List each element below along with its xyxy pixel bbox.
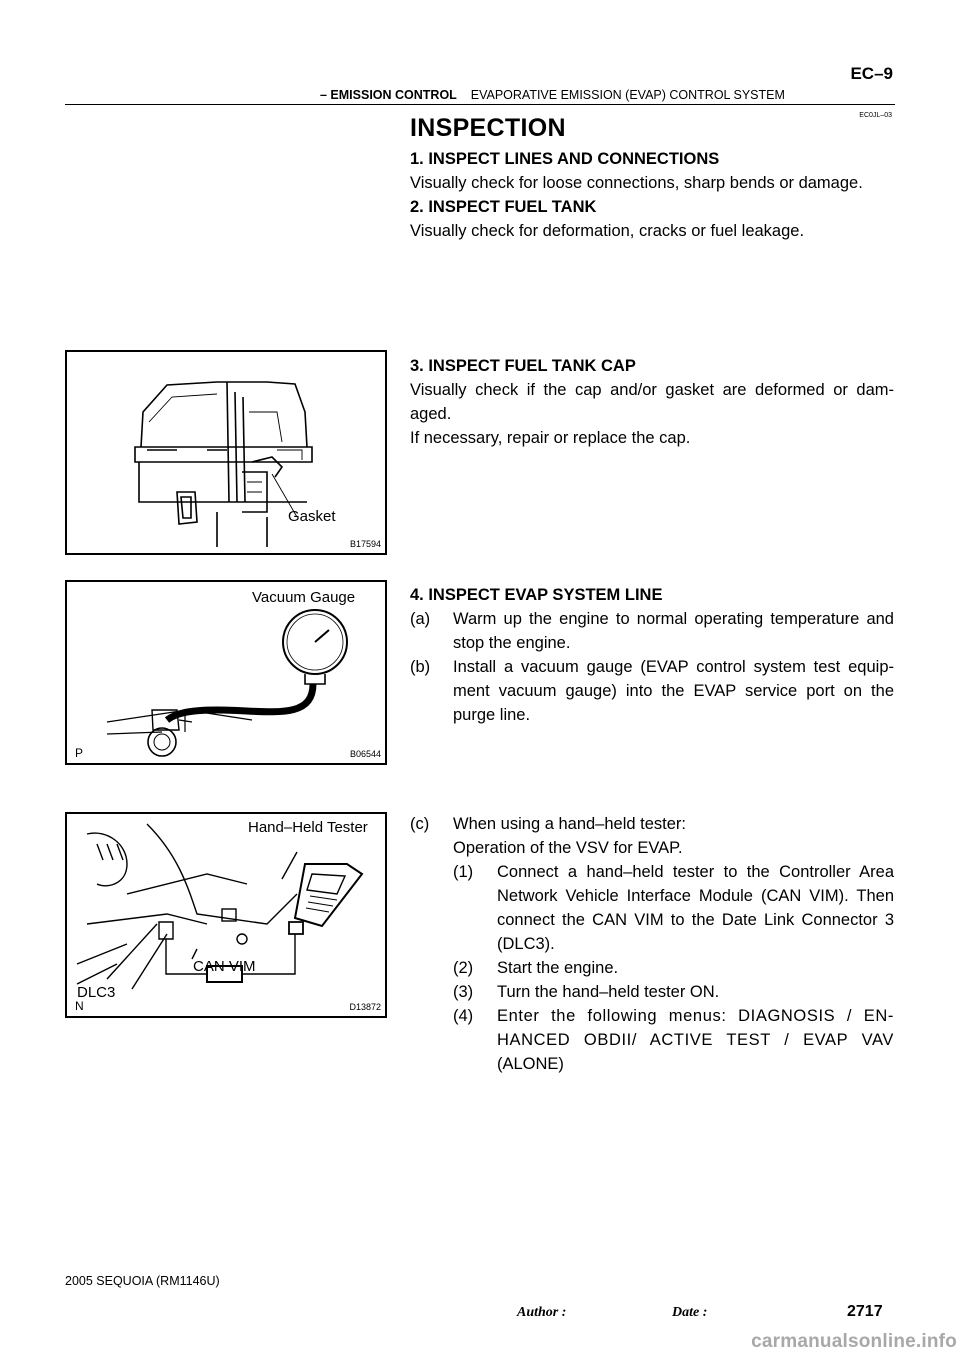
hand-held-tester-label: Hand–Held Tester — [248, 819, 368, 836]
figure-1-code: B17594 — [349, 539, 381, 549]
step-4c2-marker: (2) — [453, 959, 474, 977]
step-4c-text-line1: When using a hand–held tester: — [453, 815, 686, 833]
step-4-title: 4. INSPECT EVAP SYSTEM LINE — [410, 586, 663, 604]
footer-author-label: Author : — [517, 1305, 567, 1320]
figure-vacuum-gauge: Vacuum Gauge P B06544 — [65, 580, 387, 765]
step-4c1-text-line2: Network Vehicle Interface Module (CAN VI… — [497, 887, 894, 905]
gasket-label: Gasket — [288, 508, 336, 525]
dlc3-label: DLC3 — [77, 984, 116, 1001]
step-3-text-line1: Visually check if the cap and/or gasket … — [410, 381, 894, 399]
fuel-tank-cap-illustration — [134, 381, 313, 547]
document-code: EC0JL–03 — [859, 112, 892, 119]
step-3-title: 3. INSPECT FUEL TANK CAP — [410, 357, 636, 375]
footer-date-label: Date : — [672, 1305, 708, 1320]
vacuum-gauge-label: Vacuum Gauge — [252, 589, 356, 606]
footer-page-number: 2717 — [847, 1303, 883, 1320]
page-title: INSPECTION — [410, 114, 566, 142]
step-4b-text-line1: Install a vacuum gauge (EVAP control sys… — [453, 658, 894, 676]
step-4b-text-line2: ment vacuum gauge) into the EVAP service… — [453, 682, 894, 700]
hand-held-tester-illustration — [76, 823, 364, 990]
step-1-title: 1. INSPECT LINES AND CONNECTIONS — [410, 150, 720, 168]
figure-fuel-tank-cap: Gasket B17594 — [65, 350, 387, 555]
step-2-title: 2. INSPECT FUEL TANK — [410, 198, 597, 216]
figure-3-code: D13872 — [349, 1002, 381, 1012]
figure-hand-held-tester: Hand–Held Tester CAN VIM DLC3 N D13872 — [65, 812, 387, 1018]
step-4c1-text-line3: connect the CAN VIM to the Date Link Con… — [497, 911, 894, 929]
step-2-text: Visually check for deformation, cracks o… — [410, 222, 805, 240]
step-4c3-marker: (3) — [453, 983, 474, 1001]
step-4a-text-line2: stop the engine. — [453, 634, 571, 652]
vacuum-gauge-illustration — [106, 609, 348, 757]
step-3-text-line2: aged. — [410, 405, 452, 423]
step-4c1-marker: (1) — [453, 863, 474, 881]
step-4c-marker: (c) — [410, 815, 430, 833]
section-header: – EMISSION CONTROL EVAPORATIVE EMISSION … — [320, 88, 785, 102]
step-4c4-text-line2: HANCED OBDII/ ACTIVE TEST / EVAP VAV — [497, 1031, 894, 1049]
step-1-text: Visually check for loose connections, sh… — [410, 174, 863, 192]
subsection-title: EVAPORATIVE EMISSION (EVAP) CONTROL SYST… — [470, 88, 785, 102]
step-4c3-text: Turn the hand–held tester ON. — [497, 983, 720, 1001]
step-3-text-line3: If necessary, repair or replace the cap. — [410, 429, 691, 447]
watermark: carmanualsonline.info — [751, 1331, 957, 1352]
step-4b-text-line3: purge line. — [453, 706, 531, 724]
step-4a-marker: (a) — [410, 610, 431, 628]
step-4c1-text-line4: (DLC3). — [497, 935, 555, 953]
can-vim-label: CAN VIM — [193, 958, 256, 975]
figure-2-corner-mark: P — [75, 746, 84, 760]
step-4b-marker: (b) — [410, 658, 431, 676]
footer-model: 2005 SEQUOIA (RM1146U) — [65, 1274, 220, 1288]
step-4c-text-line2: Operation of the VSV for EVAP. — [453, 839, 683, 857]
step-4c2-text: Start the engine. — [497, 959, 619, 977]
step-4c1-text-line1: Connect a hand–held tester to the Contro… — [497, 863, 894, 881]
step-4a-text-line1: Warm up the engine to normal operating t… — [453, 610, 894, 628]
step-4c4-marker: (4) — [453, 1007, 474, 1025]
figure-2-code: B06544 — [349, 749, 381, 759]
page-number-header: EC–9 — [850, 64, 893, 83]
step-4c4-text-line1: Enter the following menus: DIAGNOSIS / E… — [497, 1007, 894, 1025]
figure-3-corner-mark: N — [75, 999, 84, 1013]
header-rule — [65, 104, 895, 105]
step-4c4-text-line3: (ALONE) — [497, 1055, 564, 1073]
section-title: – EMISSION CONTROL — [320, 88, 457, 102]
